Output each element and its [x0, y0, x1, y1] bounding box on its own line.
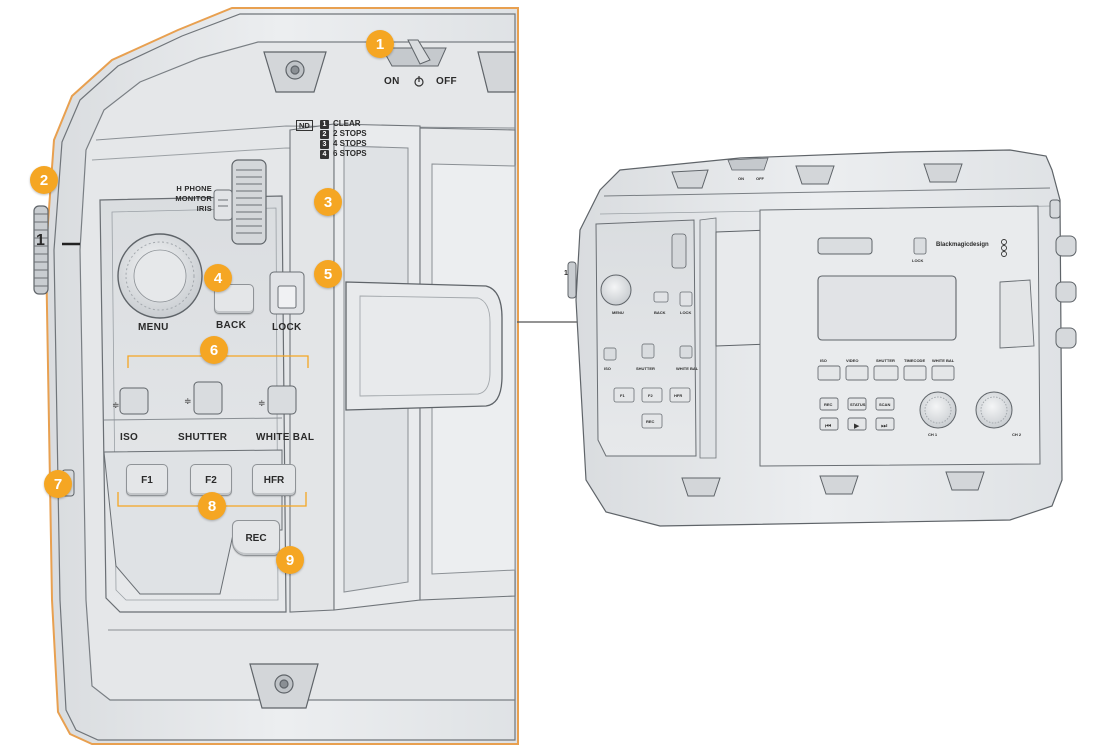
callout-9: 9 — [276, 546, 304, 574]
svg-text:≑: ≑ — [258, 399, 266, 409]
mini-white-bal-label: WHITE BAL — [676, 366, 699, 371]
mini-f1-label: F1 — [620, 393, 625, 398]
mini-transport-2: STATUS — [850, 402, 866, 407]
mini-panel-btn-1: ISO — [820, 358, 827, 363]
callout-1: 1 — [366, 30, 394, 58]
mini-lock-label-side: LOCK — [680, 310, 692, 315]
callout-6: 6 — [200, 336, 228, 364]
callout-7: 7 — [44, 470, 72, 498]
mini-transport-3: SCAN — [879, 402, 891, 407]
mini-power-off: OFF — [756, 176, 764, 181]
rec-button[interactable]: REC — [232, 520, 280, 556]
power-on-label: ON — [384, 76, 400, 87]
mini-dial-number: 1 — [564, 270, 568, 277]
wheel-label-iris: IRIS — [196, 204, 212, 213]
shutter-label: SHUTTER — [178, 432, 228, 443]
svg-text:⏭: ⏭ — [881, 422, 888, 430]
callout-5: 5 — [314, 260, 342, 288]
iso-label: ISO — [120, 432, 139, 443]
mini-transport-1: REC — [824, 402, 833, 407]
mini-rec-label: REC — [646, 419, 655, 424]
mini-hfr-label: HFR — [674, 393, 683, 398]
power-off-label: OFF — [436, 76, 457, 87]
menu-label: MENU — [138, 322, 169, 333]
mini-panel-btn-4: TIMECODE — [904, 358, 926, 363]
back-label: BACK — [216, 320, 247, 331]
callout-8: 8 — [198, 492, 226, 520]
wheel-label-headphone: H PHONE — [176, 184, 212, 193]
lock-label: LOCK — [272, 322, 302, 333]
callout-2: 2 — [30, 166, 58, 194]
callout-3: 3 — [314, 188, 342, 216]
nd-badge: ND — [296, 120, 313, 131]
dial-number: 1 — [36, 232, 45, 249]
mini-panel-btn-2: VIDEO — [846, 358, 859, 363]
mini-back-label: BACK — [654, 310, 666, 315]
wheel-label-monitor: MONITOR — [175, 194, 212, 203]
mini-power-on: ON — [738, 176, 744, 181]
callout-4: 4 — [204, 264, 232, 292]
svg-text:⏮: ⏮ — [825, 422, 831, 430]
mini-iso-label: ISO — [604, 366, 611, 371]
mini-menu-label: MENU — [612, 310, 624, 315]
f1-button[interactable]: F1 — [126, 464, 168, 496]
mini-knob-label-1: CH 1 — [928, 432, 938, 437]
mini-brand: Blackmagicdesign — [936, 242, 989, 248]
mini-lock-label: LOCK — [912, 258, 924, 263]
mini-knob-label-2: CH 2 — [1012, 432, 1022, 437]
zoomed-side-panel: ≑ ≑ ≑ — [33, 7, 519, 745]
hfr-button[interactable]: HFR — [252, 464, 296, 496]
svg-text:▶: ▶ — [854, 422, 860, 430]
mini-shutter-label: SHUTTER — [636, 366, 655, 371]
mini-panel-btn-3: SHUTTER — [876, 358, 895, 363]
f2-button[interactable]: F2 — [190, 464, 232, 496]
white-bal-label: WHITE BAL — [256, 432, 315, 443]
full-camera-view: ⏮ ▶ ⏭ — [567, 149, 1077, 527]
svg-text:≑: ≑ — [112, 401, 120, 411]
mini-panel-btn-5: WHITE BAL — [932, 358, 955, 363]
svg-text:≑: ≑ — [184, 397, 192, 407]
mini-f2-label: F2 — [648, 393, 653, 398]
